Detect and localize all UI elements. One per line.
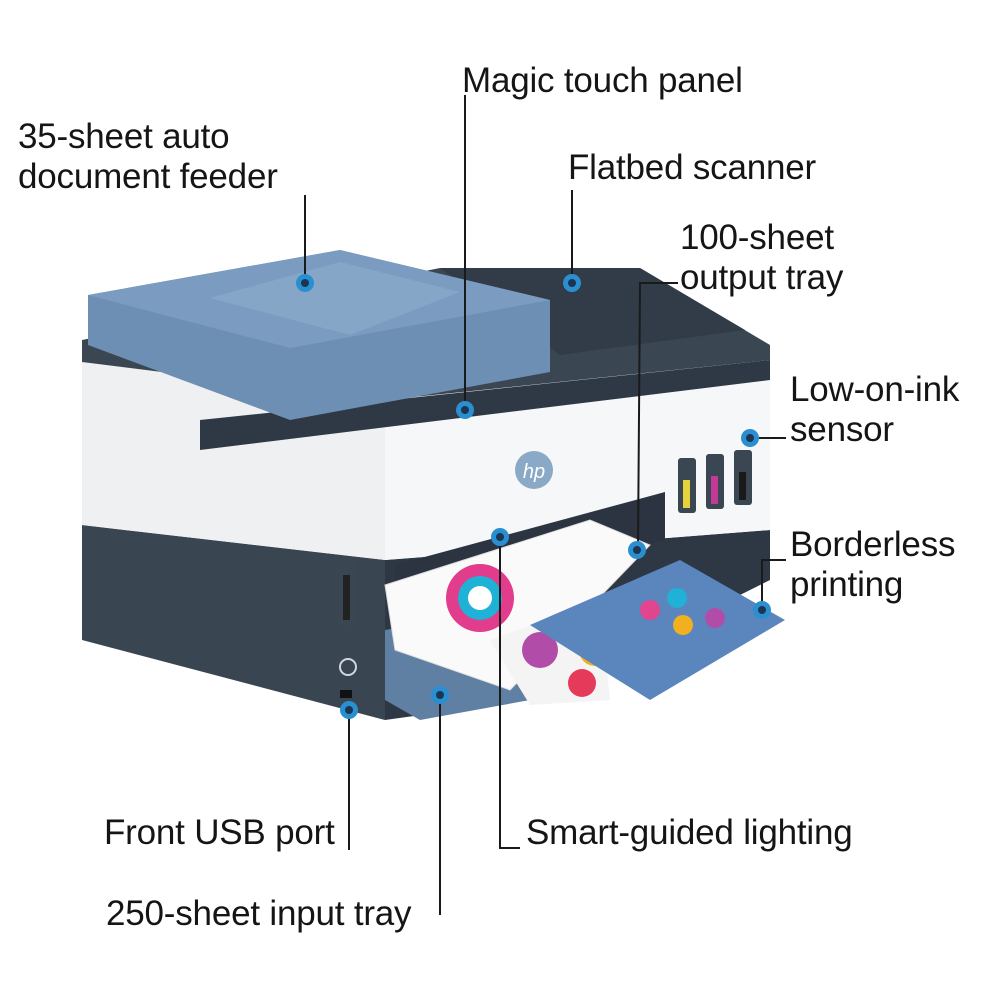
usb-port-icon	[340, 690, 352, 698]
label-line: 35-sheet auto	[18, 117, 230, 156]
label-document-feeder: 35-sheet auto document feeder	[18, 117, 278, 197]
label-output-tray: 100-sheet output tray	[680, 218, 843, 298]
callout-dot	[753, 601, 771, 619]
callout-dot	[456, 401, 474, 419]
label-flatbed-scanner: Flatbed scanner	[568, 148, 816, 187]
label-line: 100-sheet	[680, 218, 834, 257]
borderless-print	[530, 560, 785, 700]
hp-logo	[515, 451, 553, 489]
label-line: Borderless	[790, 525, 956, 564]
svg-text:hp: hp	[523, 461, 545, 483]
label-borderless: Borderless printing	[790, 525, 955, 605]
callout-dot	[340, 701, 358, 719]
label-ink-sensor: Low-on-ink sensor	[790, 370, 959, 450]
callout-markers	[296, 274, 771, 719]
callout-dot	[431, 686, 449, 704]
callout-dot	[741, 429, 759, 447]
label-line: printing	[790, 565, 904, 604]
label-usb-port: Front USB port	[104, 813, 335, 852]
label-line: document feeder	[18, 157, 278, 196]
callout-dot	[296, 274, 314, 292]
printer-base-left	[82, 525, 385, 720]
flatbed-scanner-lid	[440, 268, 745, 355]
label-input-tray: 250-sheet input tray	[106, 894, 412, 933]
label-line: sensor	[790, 410, 894, 449]
callout-dot	[491, 528, 509, 546]
power-button-icon	[339, 658, 357, 676]
callout-dot	[563, 274, 581, 292]
label-touch-panel: Magic touch panel	[462, 61, 743, 100]
callout-dot	[628, 541, 646, 559]
label-lighting: Smart-guided lighting	[526, 813, 853, 852]
label-line: Low-on-ink	[790, 370, 960, 409]
control-panel-strip	[200, 360, 770, 450]
label-line: output tray	[680, 258, 844, 297]
